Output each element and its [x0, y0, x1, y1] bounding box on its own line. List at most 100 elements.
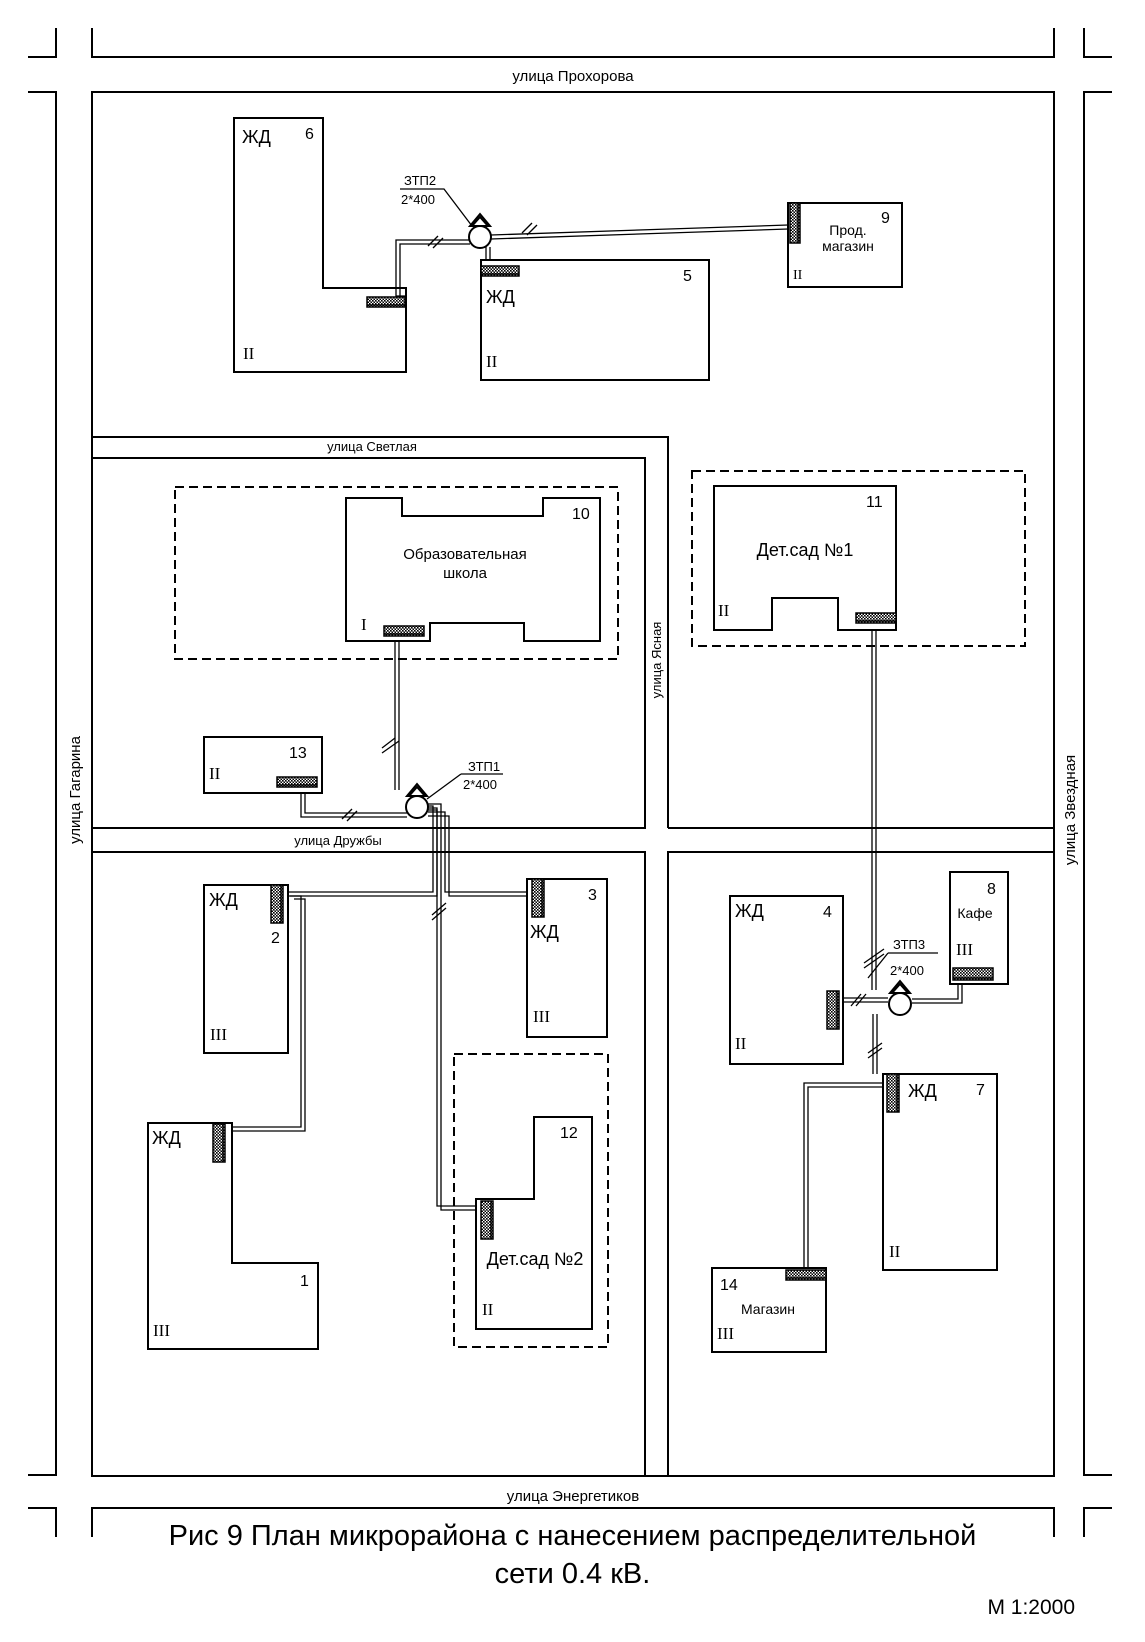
label-10-line1: Образовательная [403, 546, 527, 563]
street-middle-top-label: улица Светлая [327, 439, 417, 454]
figure-caption-line2: сети 0.4 кВ. [494, 1558, 651, 1590]
category-2: III [210, 1025, 227, 1044]
building-12 [475, 1116, 593, 1330]
substation-ztp3 [887, 979, 913, 1016]
label-7: ЖД [908, 1081, 937, 1101]
input-building-6 [366, 296, 406, 308]
number-5: 5 [683, 268, 692, 285]
label-11: Дет.сад №1 [757, 540, 854, 560]
substation-ztp1 [404, 782, 430, 819]
label-10-line2: школа [443, 565, 488, 582]
label-14: Магазин [741, 1301, 795, 1317]
street-east-label: улица Звездная [1062, 755, 1079, 865]
label-4: ЖД [735, 901, 764, 921]
category-7: II [889, 1242, 901, 1261]
input-boxes [212, 202, 994, 1281]
street-labels: улица Прохорова улица Энергетиков улица … [67, 68, 1079, 1505]
input-building-13 [276, 776, 318, 788]
number-11: 11 [866, 494, 883, 511]
building-8 [949, 871, 1009, 985]
label-12: Дет.сад №2 [487, 1249, 584, 1269]
input-building-8 [952, 967, 994, 981]
street-middle-label: улица Дружбы [294, 833, 382, 848]
category-13: II [209, 764, 221, 783]
input-building-2 [270, 884, 284, 924]
street-south-label: улица Энергетиков [507, 1488, 639, 1505]
input-building-5 [480, 265, 520, 277]
building-3 [526, 878, 608, 1038]
dashed-zones [174, 470, 1026, 1348]
number-14: 14 [720, 1277, 738, 1294]
number-7: 7 [976, 1082, 985, 1099]
kindergarten-1-zone [691, 470, 1026, 647]
input-building-9 [789, 202, 801, 244]
category-8: III [956, 940, 973, 959]
number-4: 4 [823, 904, 832, 921]
cable-marks [341, 222, 885, 1059]
ztp1-power: 2*400 [463, 777, 497, 792]
label-2: ЖД [209, 890, 238, 910]
label-8: Кафе [957, 905, 992, 921]
label-1: ЖД [152, 1128, 181, 1148]
input-building-12 [480, 1200, 494, 1240]
street-vertical-label: улица Ясная [649, 622, 664, 699]
category-10: I [361, 615, 367, 634]
building-7 [882, 1073, 998, 1271]
substation-labels: ЗТП2 2*400 ЗТП1 2*400 ЗТП3 2*400 [401, 173, 925, 978]
category-4: II [735, 1034, 747, 1053]
label-5: ЖД [486, 287, 515, 307]
building-9 [787, 202, 903, 288]
category-labels: II II II I II II III III III II II III I… [153, 268, 973, 1343]
building-13 [203, 736, 323, 794]
ztp1-name: ЗТП1 [468, 759, 500, 774]
number-10: 10 [572, 506, 590, 523]
number-1: 1 [300, 1273, 309, 1290]
category-11: II [718, 601, 730, 620]
street-lines [28, 28, 1112, 1537]
input-building-3 [531, 878, 545, 918]
label-6: ЖД [242, 127, 271, 147]
cable-lines [232, 224, 963, 1268]
label-3: ЖД [530, 922, 559, 942]
ztp3-name: ЗТП3 [893, 937, 925, 952]
category-9: II [793, 268, 803, 283]
substation-ztp2 [467, 212, 493, 249]
scale-label: М 1:2000 [987, 1596, 1075, 1619]
ztp3-power: 2*400 [890, 963, 924, 978]
street-west-label: улица Гагарина [67, 735, 84, 844]
ztp2-name: ЗТП2 [404, 173, 436, 188]
buildings [147, 117, 1009, 1353]
number-2: 2 [271, 930, 280, 947]
street-north-label: улица Прохорова [512, 68, 634, 85]
building-11 [713, 485, 897, 631]
building-labels: ЖД ЖД Прод. магазин Образовательная школ… [152, 127, 993, 1317]
number-9: 9 [881, 210, 890, 227]
category-6: II [243, 344, 255, 363]
input-building-10 [383, 625, 425, 637]
building-14 [711, 1267, 827, 1353]
category-12: II [482, 1300, 494, 1319]
number-13: 13 [289, 745, 307, 762]
building-6 [233, 117, 407, 373]
building-10 [345, 497, 601, 642]
ztp2-power: 2*400 [401, 192, 435, 207]
number-6: 6 [305, 126, 314, 143]
category-1: III [153, 1321, 170, 1340]
category-5: II [486, 352, 498, 371]
building-numbers: 6 5 9 10 11 13 2 3 1 12 4 8 7 14 [271, 126, 996, 1294]
category-14: III [717, 1324, 734, 1343]
input-building-1 [212, 1123, 226, 1163]
input-building-4 [826, 990, 840, 1030]
figure-caption-line1: Рис 9 План микрорайона с нанесением расп… [168, 1520, 977, 1552]
number-3: 3 [588, 887, 597, 904]
category-3: III [533, 1007, 550, 1026]
number-12: 12 [560, 1125, 578, 1142]
number-8: 8 [987, 881, 996, 898]
substation-leaders [400, 188, 938, 979]
building-1 [147, 1122, 319, 1350]
label-9-line1: Прод. [829, 222, 866, 238]
building-5 [480, 259, 710, 381]
kindergarten-2-zone [453, 1053, 609, 1348]
input-building-14 [785, 1269, 827, 1281]
